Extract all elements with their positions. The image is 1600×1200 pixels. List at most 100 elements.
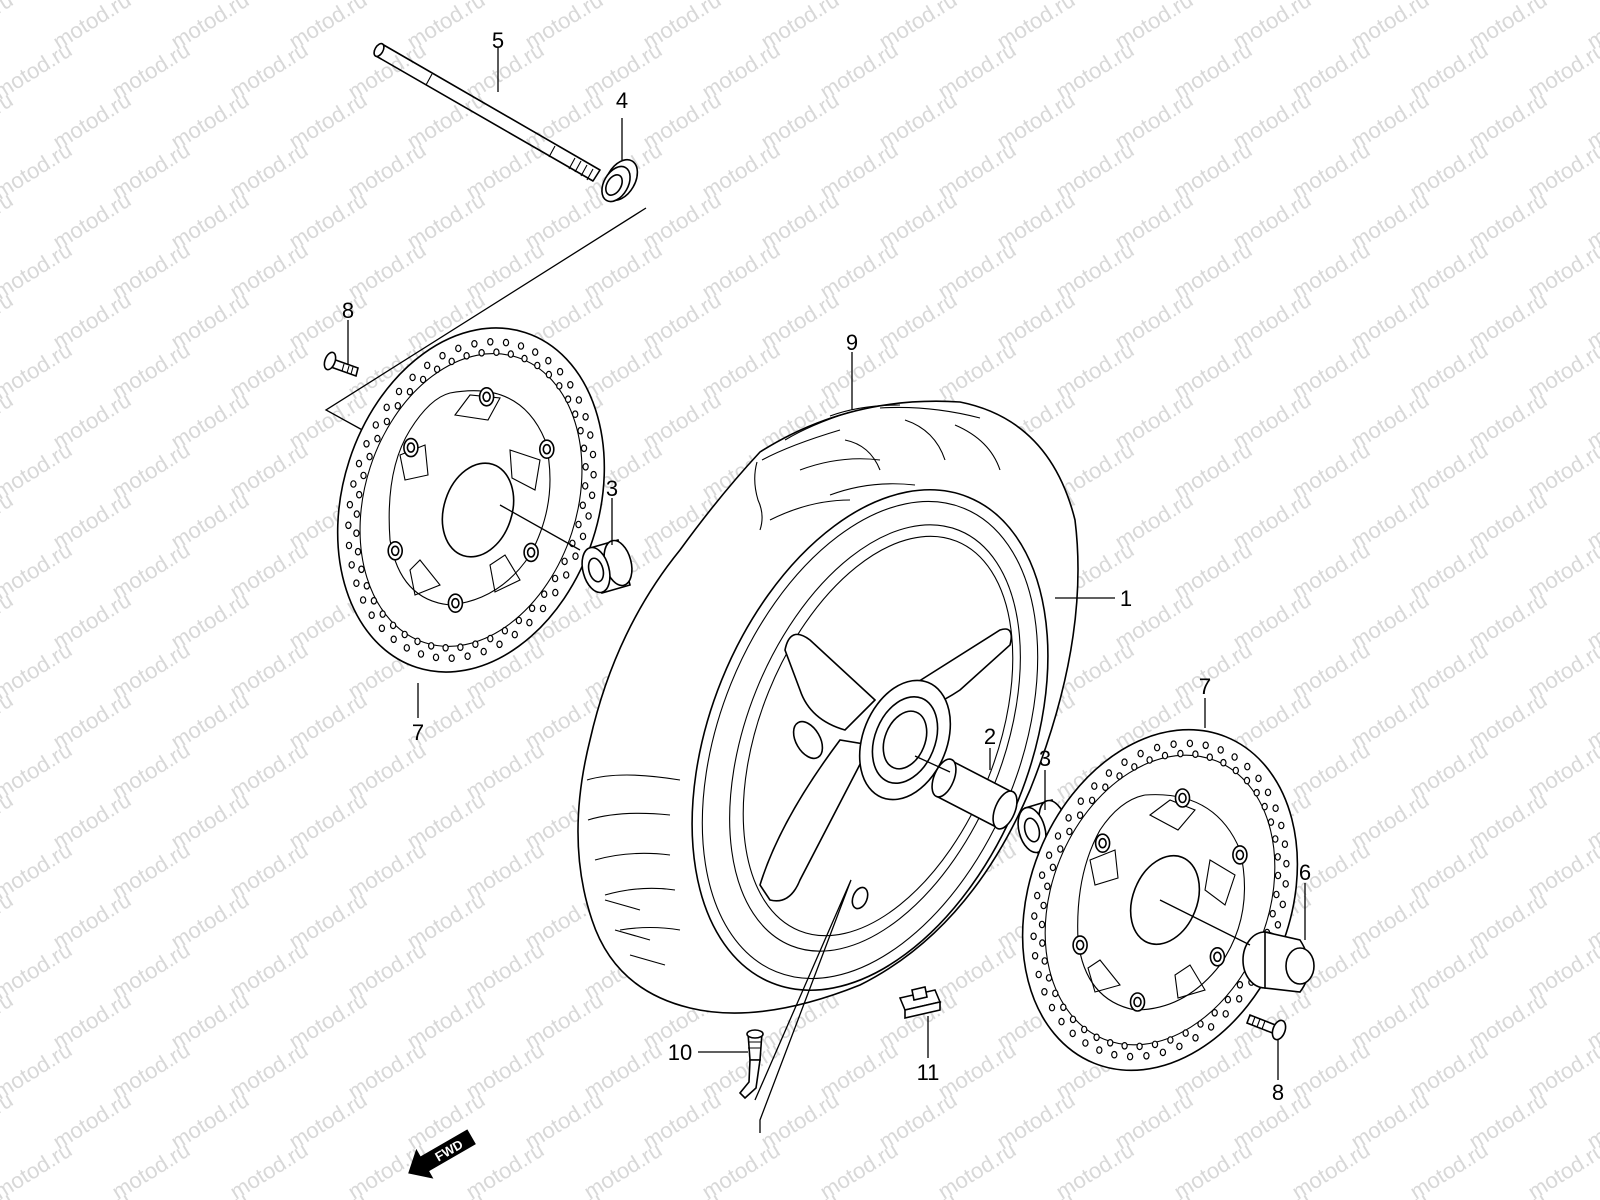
disc-drill-hole [487, 634, 494, 643]
disc-drill-hole [545, 370, 553, 379]
disc-drill-hole [561, 557, 568, 566]
watermark-text: motod.ru [638, 1187, 725, 1200]
disc-drill-hole [487, 337, 494, 346]
disc-drill-hole [345, 521, 352, 530]
disc-drill-hole [1041, 987, 1048, 996]
disc-drill-hole [366, 452, 373, 461]
balancer-weight [898, 986, 942, 1020]
disc-drill-hole [587, 431, 594, 439]
disc-drill-hole [1206, 753, 1214, 762]
disc-drill-hole [363, 581, 370, 590]
callout-2: 2 [984, 724, 996, 749]
disc-drill-hole [539, 604, 547, 613]
disc-drill-hole [389, 621, 397, 630]
disc-drill-hole [572, 552, 579, 561]
disc-drill-hole [356, 490, 363, 499]
disc-drill-hole [1096, 1046, 1103, 1054]
disc-drill-hole [428, 642, 435, 650]
disc-drill-hole [1261, 802, 1268, 811]
disc-drill-hole [1116, 772, 1123, 780]
disc-bolt-hole [1213, 951, 1222, 963]
disc-drill-hole [1243, 776, 1251, 785]
disc-drill-hole [1186, 739, 1194, 748]
disc-drill-hole [1211, 1008, 1218, 1017]
disc-drill-hole [395, 387, 403, 396]
watermark-text: motod.ru [1582, 1187, 1600, 1200]
disc-bolt-hole [1133, 996, 1142, 1008]
disc-drill-hole [1030, 932, 1037, 941]
disc-drill-hole [1197, 1020, 1204, 1028]
disc-drill-hole [1192, 1034, 1199, 1042]
disc-drill-hole [478, 348, 485, 357]
leader-lines [347, 48, 1306, 1133]
disc-drill-hole [532, 348, 539, 356]
disc-drill-hole [354, 547, 362, 556]
tire-valve [738, 1029, 764, 1100]
disc-drill-hole [348, 561, 355, 569]
watermark-text: motod.ru [0, 687, 17, 754]
assembly-bracket [324, 207, 647, 433]
watermark-text: motod.ru [0, 1037, 76, 1104]
disc-drill-hole [1231, 753, 1238, 761]
disc-drill-hole [580, 444, 588, 453]
disc-drill-hole [1126, 1052, 1134, 1061]
disc-bolt-right [1245, 1013, 1287, 1041]
disc-drill-hole [1224, 995, 1232, 1004]
callout-7-right: 7 [1199, 674, 1211, 699]
disc-drill-hole [1091, 782, 1098, 790]
disc-drill-hole [346, 500, 354, 509]
disc-drill-hole [1274, 920, 1282, 929]
disc-drill-hole [390, 635, 397, 644]
front-wheel-tire [577, 400, 1079, 1014]
disc-drill-hole [515, 616, 523, 625]
disc-drill-hole [480, 647, 487, 656]
disc-drill-hole [502, 338, 510, 347]
callout-5: 5 [492, 28, 504, 53]
disc-drill-hole [472, 640, 479, 649]
disc-drill-hole [1235, 994, 1243, 1003]
disc-drill-hole [1066, 827, 1073, 836]
disc-drill-hole [1069, 1029, 1076, 1038]
callout-6: 6 [1299, 860, 1311, 885]
watermark-text: motod.ru [0, 37, 76, 104]
disc-bolt-left [323, 351, 359, 378]
watermark-text: motod.ru [756, 1187, 843, 1200]
disc-drill-hole [368, 611, 375, 620]
disc-drill-hole [442, 643, 449, 652]
disc-drill-hole [1153, 743, 1161, 752]
disc-drill-hole [424, 361, 431, 370]
watermark-text: motod.ru [0, 587, 17, 654]
disc-drill-hole [383, 403, 390, 412]
disc-drill-hole [1076, 811, 1084, 820]
disc-drill-hole [1121, 758, 1128, 767]
callout-10: 10 [668, 1040, 692, 1065]
callout-3-left: 3 [606, 476, 618, 501]
disc-drill-hole [575, 396, 583, 404]
disc-drill-hole [1131, 763, 1138, 771]
disc-drill-hole [1255, 774, 1262, 783]
oil-seal [601, 158, 639, 203]
disc-drill-hole [378, 624, 386, 633]
disc-drill-hole [345, 541, 353, 550]
disc-drill-hole [464, 652, 471, 661]
watermark-text: motod.ru [0, 437, 76, 504]
disc-drill-hole [1060, 1003, 1067, 1012]
disc-drill-hole [588, 491, 596, 500]
disc-drill-hole [1167, 1036, 1174, 1044]
bearing-left [581, 539, 633, 594]
disc-drill-hole [355, 459, 363, 468]
disc-drill-hole [1207, 1023, 1215, 1031]
disc-drill-hole [1170, 740, 1177, 749]
watermark-text: motod.ru [0, 237, 76, 304]
callout-8-left: 8 [342, 298, 354, 323]
disc-bolt-hole [542, 443, 552, 455]
disc-drill-hole [1052, 989, 1059, 998]
disc-drill-hole [1039, 939, 1046, 947]
wheel-spacer [931, 758, 1018, 830]
disc-drill-hole [360, 471, 367, 480]
disc-drill-hole [1279, 900, 1287, 909]
watermark-text: motod.ru [0, 287, 17, 354]
disc-bolt-hole [1098, 837, 1107, 849]
disc-drill-hole [1272, 804, 1279, 813]
disc-drill-hole [1049, 863, 1057, 872]
